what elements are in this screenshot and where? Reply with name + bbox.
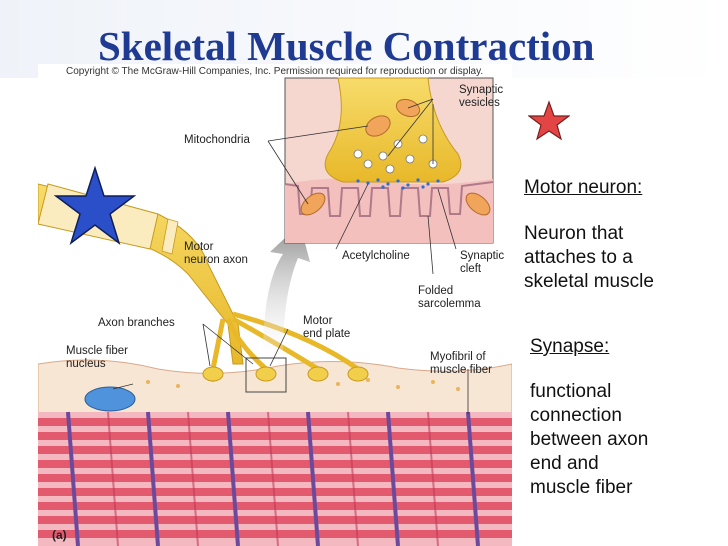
note-synapse-body: functional connection between axon end a…: [530, 381, 649, 498]
neuromuscular-figure: Copyright © The McGraw-Hill Companies, I…: [38, 64, 512, 546]
label-acetylcholine: Acetylcholine: [342, 250, 410, 262]
zoom-arrow: [263, 224, 310, 356]
muscle-fiber-nucleus-shape: [84, 386, 136, 412]
label-axon-branches: Axon branches: [98, 317, 175, 329]
synapse-inset: [284, 77, 494, 244]
slide-title: Skeletal Muscle Contraction: [98, 23, 595, 69]
note-motor-neuron-title: Motor neuron:: [524, 177, 643, 198]
panel-label: (a): [52, 528, 67, 542]
red-star-icon: [528, 100, 570, 141]
label-mitochondria: Mitochondria: [184, 134, 250, 146]
note-synapse-title: Synapse:: [530, 336, 610, 357]
blue-star-icon: [54, 166, 136, 245]
copyright-notice: Copyright © The McGraw-Hill Companies, I…: [66, 66, 484, 77]
sarcolemma-surface: [38, 359, 512, 415]
note-motor-neuron-body: Neuron that attaches to a skeletal muscl…: [524, 223, 654, 292]
end-plate-selection-box: [245, 357, 287, 393]
myofibril-stripes: [38, 411, 512, 546]
label-leader-lines: [112, 98, 469, 414]
